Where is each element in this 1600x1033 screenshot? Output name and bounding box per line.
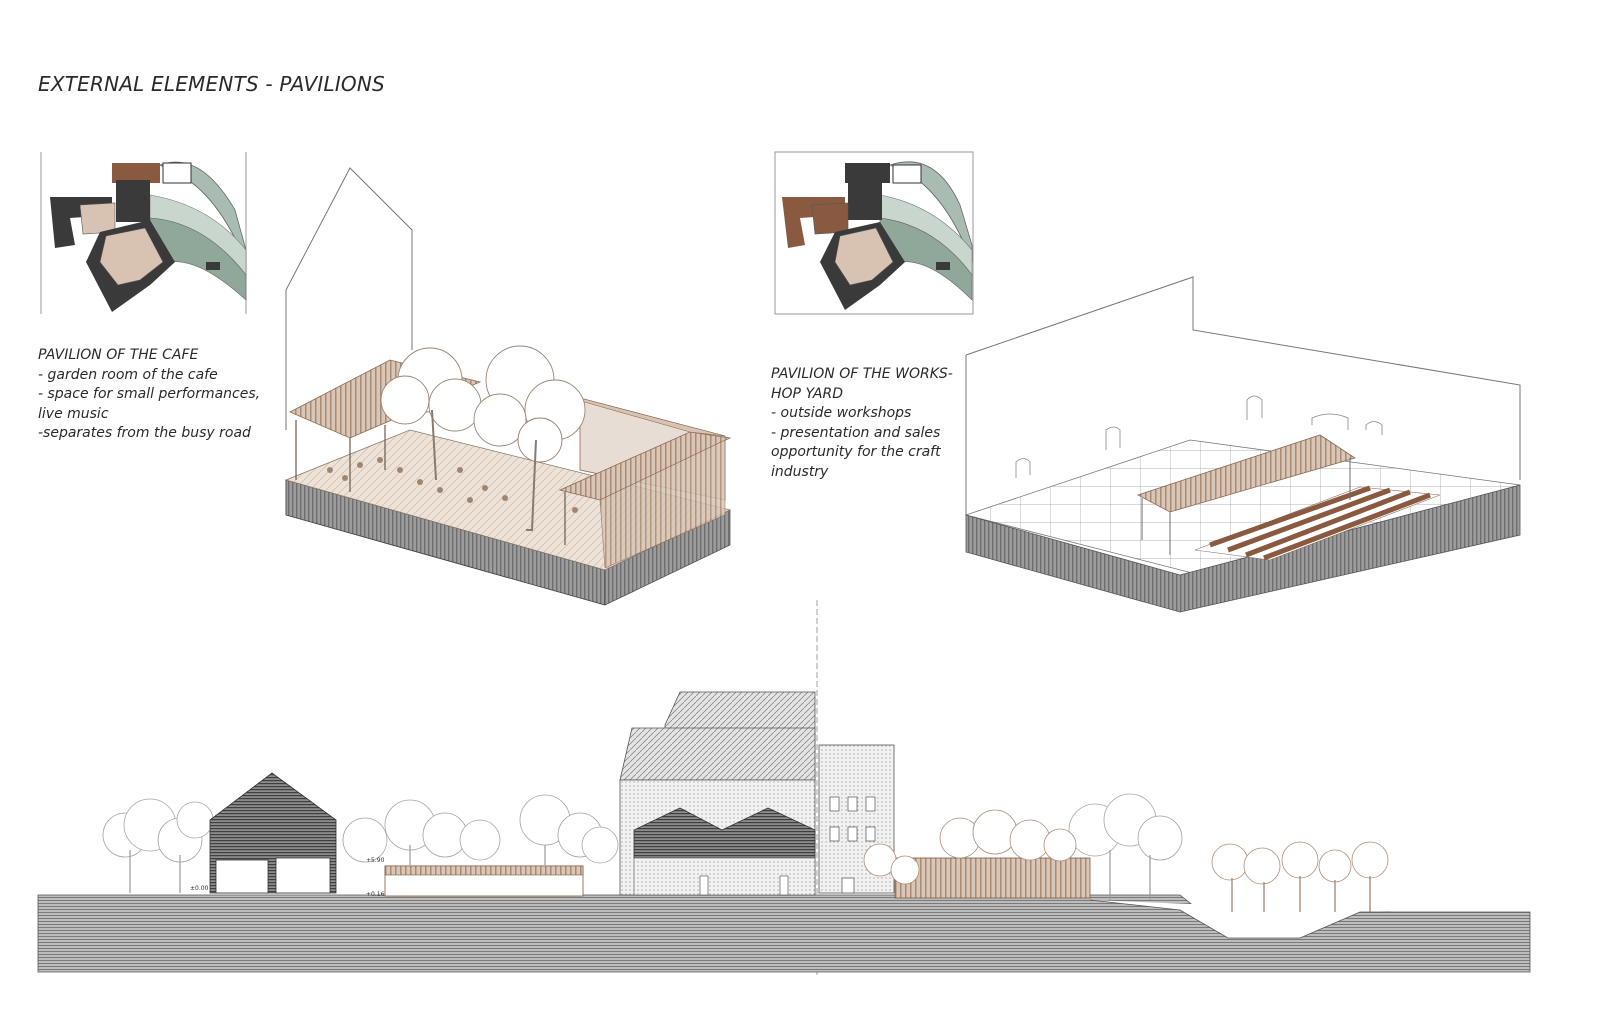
workshop-pavilion-description: PAVILION OF THE WORKS- HOP YARD - outsid… xyxy=(771,365,971,482)
cafe-pavilion-line: - garden room of the cafe xyxy=(38,366,218,383)
site-plan-workshop xyxy=(774,151,974,315)
cafe-pavilion-line: - space for small performances, xyxy=(38,386,261,402)
cafe-pavilion-description: PAVILION OF THE CAFE - garden room of th… xyxy=(38,346,278,444)
workshop-pavilion-heading-cont: HOP YARD xyxy=(771,385,843,402)
workshop-pavilion-line: - presentation and sales xyxy=(771,424,941,441)
level-label: +5.90 xyxy=(366,857,385,864)
site-section-elevation: ±0.00 +5.90 +0.16 xyxy=(37,600,1531,975)
workshop-pavilion-line: opportunity for the craft xyxy=(771,444,941,460)
page-title: EXTERNAL ELEMENTS - PAVILIONS xyxy=(38,72,385,96)
cafe-pavilion-line: live music xyxy=(38,405,109,422)
site-plan-cafe xyxy=(40,152,247,314)
workshop-pavilion-line: industry xyxy=(771,463,829,480)
workshop-pavilion-line: - outside workshops xyxy=(771,405,912,421)
cafe-pavilion-line: -separates from the busy road xyxy=(38,425,251,441)
level-label: ±0.00 xyxy=(190,885,209,892)
workshop-pavilion-axonometric xyxy=(964,276,1521,613)
cafe-pavilion-heading: PAVILION OF THE CAFE xyxy=(38,347,199,363)
level-label: +0.16 xyxy=(366,891,385,898)
workshop-pavilion-heading: PAVILION OF THE WORKS- xyxy=(771,366,953,382)
cafe-pavilion-axonometric xyxy=(284,167,732,606)
